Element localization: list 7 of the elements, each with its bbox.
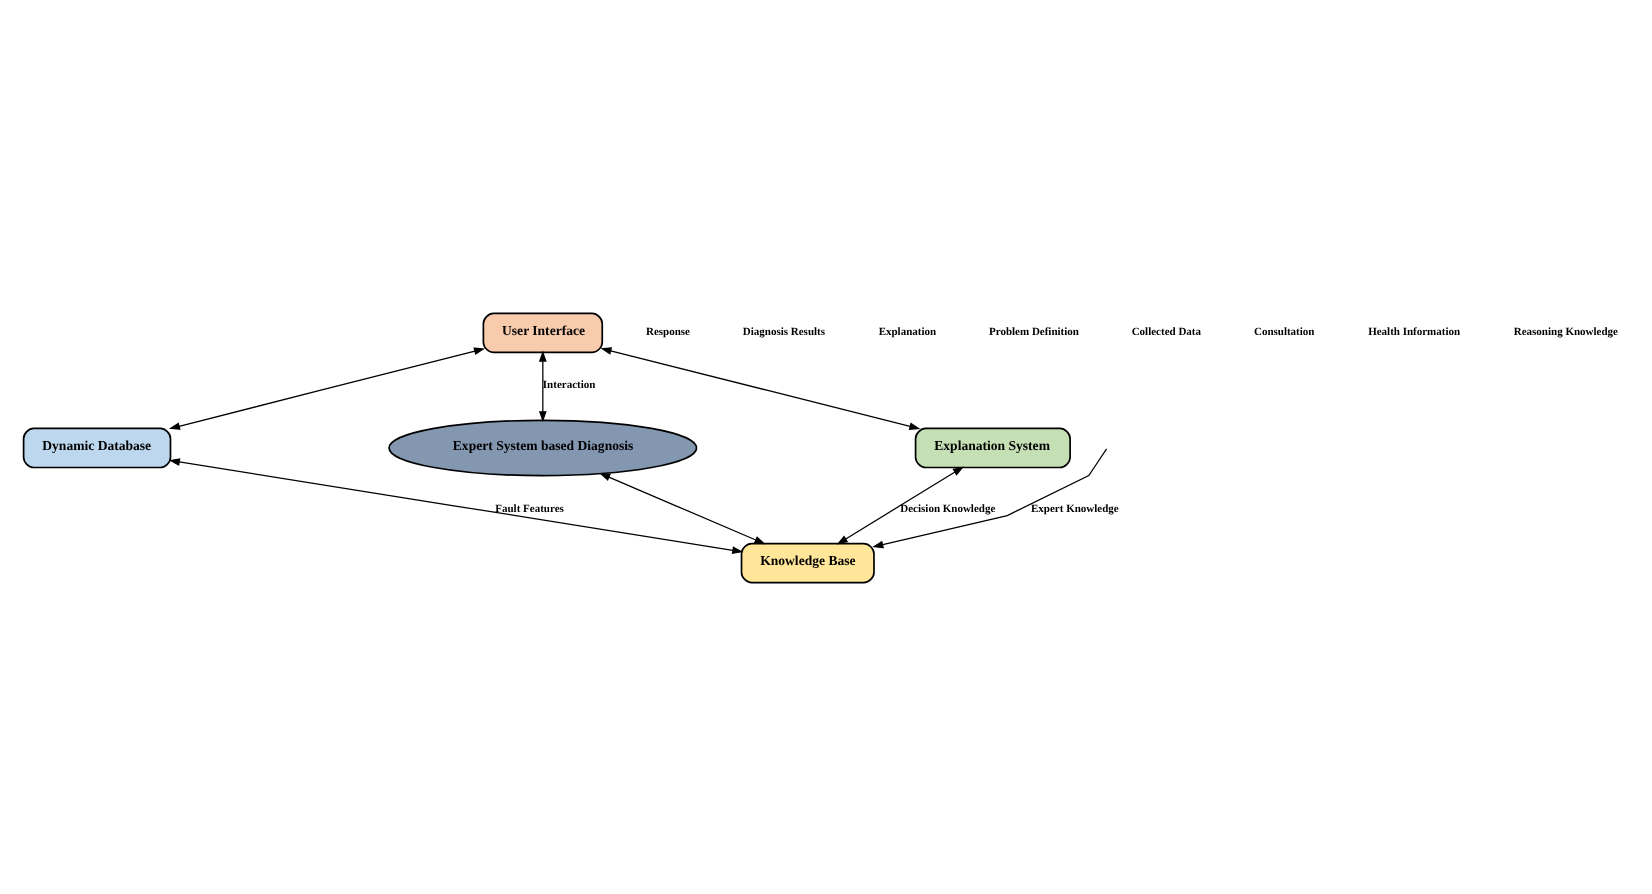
arrow bbox=[872, 447, 1108, 548]
arrow bbox=[168, 346, 486, 429]
arrow bbox=[168, 457, 744, 553]
arrow bbox=[836, 465, 964, 544]
arrow bbox=[600, 346, 921, 429]
arrow bbox=[599, 471, 766, 544]
arrow bbox=[538, 349, 547, 422]
